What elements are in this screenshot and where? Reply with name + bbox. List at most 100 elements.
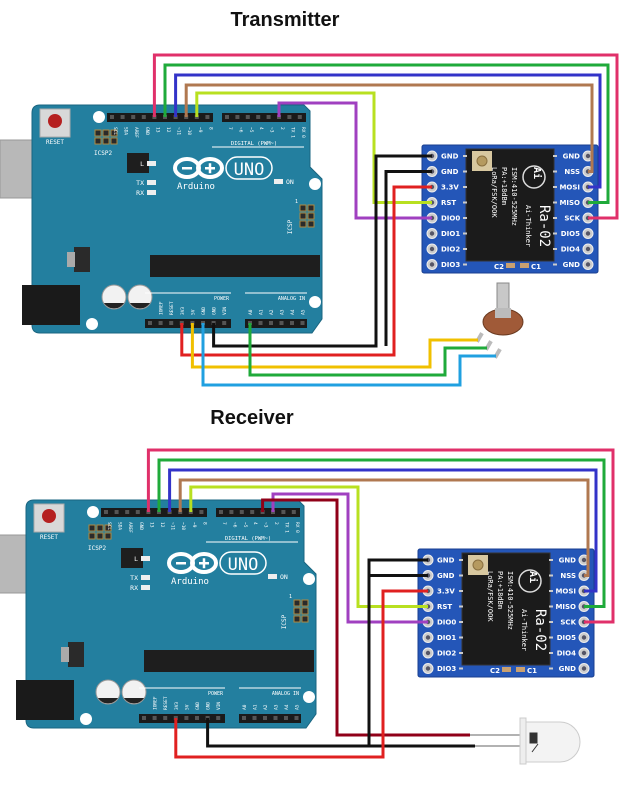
icsp-pin xyxy=(307,204,315,212)
right-pin-label: SCK xyxy=(560,619,576,627)
microcontroller-chip xyxy=(144,650,314,672)
led-led_l-label: L xyxy=(140,160,144,168)
castellation xyxy=(459,636,463,639)
right-pin-label: DIO4 xyxy=(561,246,580,254)
digital-pin xyxy=(287,115,292,119)
digital-pin-label: AREF xyxy=(127,522,133,533)
right-pin-label: GND xyxy=(559,665,577,673)
receiver-wire-led-gnd xyxy=(206,718,475,748)
power-pin-label: 5V xyxy=(184,704,190,710)
icsp2-header xyxy=(94,129,118,145)
digital-pin-label: ~5 xyxy=(248,127,254,133)
c2-label: C2 xyxy=(490,667,500,675)
transmitter-wire-pot-gnd xyxy=(201,323,496,387)
pin-hole xyxy=(585,262,591,267)
power-pin xyxy=(142,716,146,720)
digital-pin-label: 4 xyxy=(252,522,258,525)
reset-button-cap xyxy=(48,114,62,128)
digital-pin xyxy=(281,510,286,514)
pin-hole xyxy=(429,262,435,267)
mounting-hole xyxy=(80,713,92,725)
module-maker: Ai-Thinker xyxy=(520,609,528,651)
logo-minus xyxy=(182,167,192,170)
castellation xyxy=(459,621,463,623)
led-icon xyxy=(468,717,581,765)
led_tx-indicator xyxy=(141,575,150,580)
castellation xyxy=(459,605,463,608)
castellation xyxy=(459,559,463,561)
mounting-hole xyxy=(93,111,105,123)
castellation xyxy=(549,621,553,623)
digital-pin xyxy=(131,115,136,119)
castellation xyxy=(549,590,553,592)
right-pin-label: DIO4 xyxy=(557,650,576,658)
left-pin-label: RST xyxy=(437,603,452,611)
digital-pin xyxy=(239,510,244,514)
icsp-pin xyxy=(293,615,301,623)
receiver-wire-3v3 xyxy=(174,589,428,759)
digital-pin-label: 7 xyxy=(221,522,227,525)
icsp2-pin xyxy=(110,129,118,137)
icsp-pin xyxy=(299,204,307,212)
icsp-pin xyxy=(299,220,307,228)
right-pin-label: MISO xyxy=(555,603,576,611)
analog-pin-label: A3 xyxy=(274,704,280,710)
digital-pin-label: ~6 xyxy=(231,522,237,528)
castellation xyxy=(463,217,467,219)
receiver-wire-gnd xyxy=(367,558,428,746)
right-pin-label: GND xyxy=(563,261,581,269)
left-pin-label: 3.3V xyxy=(437,588,455,596)
module-spec-line: LoRa/FSK/OOK xyxy=(490,167,498,218)
castellation xyxy=(549,652,553,654)
icsp-label: ICSP xyxy=(281,614,288,629)
power-pin xyxy=(184,716,189,720)
left-pin-label: 3.3V xyxy=(441,184,459,192)
analog-pin xyxy=(263,716,267,720)
receiver-ra02-module: AiRa-02Ai-ThinkerISM:410-525MHzPA:+18dBm… xyxy=(417,548,595,678)
power-pin xyxy=(152,716,157,720)
power-header-label: POWER xyxy=(214,296,230,302)
led_tx-indicator xyxy=(147,180,156,185)
mounting-hole xyxy=(303,691,315,703)
digital-pin-label: 7 xyxy=(227,127,233,130)
castellation xyxy=(459,667,463,670)
logo-brand: Arduino xyxy=(171,577,209,587)
logo-plus xyxy=(205,163,215,174)
icsp2-pin xyxy=(104,524,112,532)
analog-pin-label: A4 xyxy=(284,704,290,710)
power-pin xyxy=(222,321,227,325)
digital-pin xyxy=(266,115,271,119)
c1-label: C1 xyxy=(527,667,537,675)
icsp-pin xyxy=(307,212,315,220)
power-jack xyxy=(22,285,80,325)
castellation xyxy=(459,590,463,592)
digital-header-1 xyxy=(101,508,207,517)
pin-hole xyxy=(585,246,591,252)
power-pin-label: GND xyxy=(206,702,212,710)
digital-pin xyxy=(245,115,250,119)
analog-pin xyxy=(269,321,273,325)
digital-pin xyxy=(125,510,130,514)
power-pin xyxy=(158,321,163,325)
castellation xyxy=(553,217,557,219)
led_rx-indicator xyxy=(141,585,150,590)
on-label: ON xyxy=(286,178,294,186)
analog-pin xyxy=(252,716,257,720)
power-jack xyxy=(16,680,74,720)
left-pin-label: GND xyxy=(441,168,459,176)
icsp-pin xyxy=(301,607,309,615)
left-pin-label: GND xyxy=(437,572,455,580)
castellation xyxy=(463,170,467,173)
led-dome xyxy=(525,721,581,763)
digital-pin-label: ~11 xyxy=(176,127,182,135)
digital-pin-label: 8 xyxy=(201,522,207,525)
left-pin-label: DIO0 xyxy=(441,215,460,223)
right-pin-label: MOSI xyxy=(559,184,580,192)
icsp2-pin xyxy=(102,137,110,145)
analog-pin xyxy=(294,716,299,720)
led-die xyxy=(529,732,539,753)
power-pin-label: 3V3 xyxy=(180,307,186,315)
pin-hole xyxy=(581,635,587,640)
power-header-label: POWER xyxy=(208,691,224,697)
